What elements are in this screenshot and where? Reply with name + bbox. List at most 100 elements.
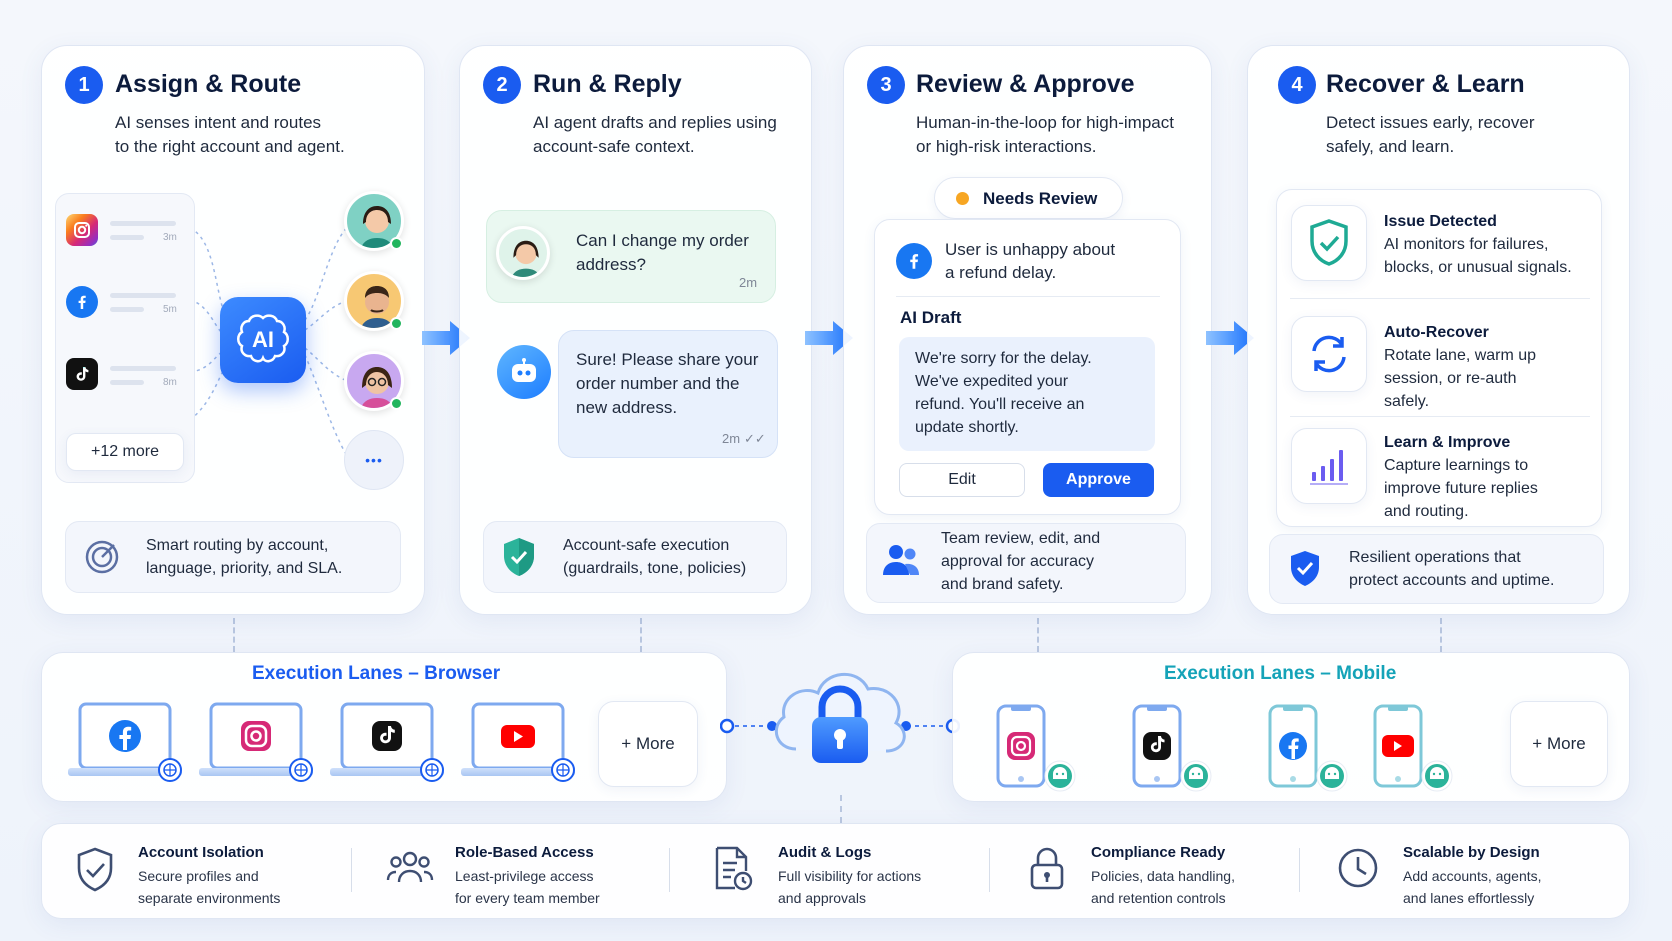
step-desc: AI agent drafts and replies using [533,113,777,132]
divider [989,848,990,892]
step-title: Review & Approve [916,70,1135,98]
step-desc: Detect issues early, recover [1326,113,1535,132]
feature-desc: and retention controls [1091,890,1226,906]
feature-title: Compliance Ready [1091,844,1226,861]
bot-reply-text: Sure! Please share your [576,350,759,369]
feature-desc: Least-privilege access [455,868,594,884]
team-review-footer [866,523,1186,603]
ai-draft-text: We're sorry for the delay. [915,350,1092,367]
step-desc: AI senses intent and routes [115,113,322,132]
feature-desc: for every team member [455,890,600,906]
cloud-lock-icon [774,673,906,763]
feature-desc: and approvals [778,890,866,906]
ai-draft-label: AI Draft [900,308,962,327]
agent-avatar[interactable] [344,271,404,331]
step-title: Recover & Learn [1326,70,1525,98]
time-label: 5m [163,304,177,315]
step-number: 2 [483,66,521,104]
mobile-more-button[interactable]: + More [1510,701,1608,787]
features-bar [41,823,1630,919]
step-number: 3 [867,66,905,104]
feature-desc: Policies, data handling, [1091,868,1235,884]
step-desc: or high-risk interactions. [916,137,1097,156]
placeholder-line [110,307,144,312]
placeholder-line [110,380,144,385]
resilient-footer [1269,534,1604,604]
more-accounts-button[interactable]: +12 more [66,433,184,471]
ai-brain-icon: AI [220,297,306,383]
read-check-icon: ✓✓ [744,431,766,446]
more-agents-button[interactable]: ••• [344,430,404,490]
customer-message-text: address? [576,255,646,274]
bot-reply-text: new address. [576,398,678,417]
feature-title: Audit & Logs [778,844,872,861]
feature-desc: Add accounts, agents, [1403,868,1542,884]
recover-item-title: Auto-Recover [1384,324,1489,341]
resilient-footer-text: Resilient operations that [1349,549,1521,566]
ai-label: AI [252,327,274,352]
routing-footer [65,521,401,593]
team-review-text: approval for accuracy [941,553,1094,570]
divider [1290,416,1590,417]
facebook-icon [896,243,932,279]
divider [1290,298,1590,299]
resilient-footer-text: protect accounts and uptime. [1349,572,1555,589]
clock-icon [1336,846,1380,895]
message-time: 2m [722,431,741,446]
recover-item-desc: improve future replies [1384,480,1538,497]
bot-avatar [497,345,551,399]
routing-footer-text: language, priority, and SLA. [146,560,343,577]
step-desc: account-safe context. [533,137,695,156]
time-label: 3m [163,232,177,243]
placeholder-line [110,293,176,298]
ai-draft-text: We've expedited your [915,373,1069,390]
customer-message-text: Can I change my order [576,231,749,250]
connector-dash [1037,618,1039,652]
placeholder-line [110,366,176,371]
arrow-right-icon [1206,321,1254,355]
edit-button[interactable]: Edit [899,463,1025,497]
step-title: Assign & Route [115,70,302,98]
refresh-icon [1306,331,1352,382]
issue-icon-tile [1291,205,1367,281]
instagram-icon [66,214,98,246]
recover-item-desc: safely. [1384,393,1430,410]
approve-button[interactable]: Approve [1043,463,1154,497]
target-icon [83,538,121,581]
execution-footer-text: Account-safe execution [563,537,730,554]
placeholder-line [110,221,176,226]
audit-doc-icon [712,845,754,898]
recover-item-desc: session, or re-auth [1384,370,1517,387]
feature-title: Scalable by Design [1403,844,1540,861]
online-status [390,237,403,250]
feature-desc: Secure profiles and [138,868,259,884]
learn-icon-tile [1291,428,1367,504]
routing-footer-text: Smart routing by account, [146,537,329,554]
divider [351,848,352,892]
browser-more-button[interactable]: + More [598,701,698,787]
team-review-text: Team review, edit, and [941,530,1101,547]
placeholder-line [110,235,144,240]
execution-footer-text: (guardrails, tone, policies) [563,560,747,577]
team-icon [881,541,921,584]
feature-desc: separate environments [138,890,281,906]
shield-check-icon [1307,218,1351,273]
online-status [390,317,403,330]
time-label: 8m [163,377,177,388]
agent-avatar[interactable] [344,351,404,411]
step-desc: safely, and learn. [1326,137,1455,156]
auto-recover-icon-tile [1291,316,1367,392]
ai-draft-box [899,337,1155,451]
feature-title: Role-Based Access [455,844,594,861]
step-desc: Human-in-the-loop for high-impact [916,113,1174,132]
divider [669,848,670,892]
recover-item-desc: blocks, or unusual signals. [1384,259,1572,276]
shield-outline-icon [73,846,117,899]
connector-dash [840,795,842,823]
status-dot [956,192,969,205]
agent-avatar[interactable] [344,191,404,251]
mobile-lanes-title: Execution Lanes – Mobile [1164,663,1397,684]
bot-reply [558,330,778,458]
customer-complaint: User is unhappy about [945,240,1116,259]
recover-item-desc: AI monitors for failures, [1384,236,1549,253]
